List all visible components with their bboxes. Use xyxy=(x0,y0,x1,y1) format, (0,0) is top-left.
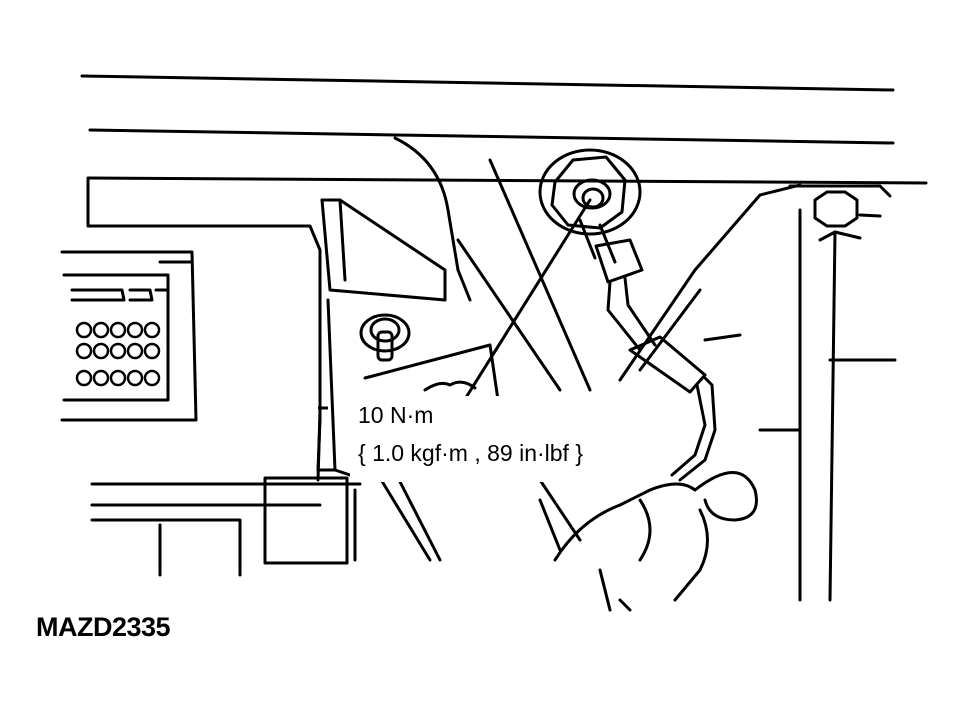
engine-block-outline xyxy=(80,74,928,302)
leader-line xyxy=(453,198,592,417)
gasket-plate xyxy=(363,343,500,402)
torque-spec-metric: 10 N·m xyxy=(358,402,434,428)
bracket-bolt xyxy=(359,313,411,362)
lower-block xyxy=(90,470,442,577)
hand xyxy=(553,471,758,612)
figure-code: MAZD2335 xyxy=(36,612,171,642)
right-block xyxy=(703,184,897,602)
sensor-harness xyxy=(594,238,717,482)
engine-ribs xyxy=(456,158,802,552)
mounting-bracket xyxy=(86,178,447,482)
torque-spec-alternate: { 1.0 kgf·m , 89 in·lbf } xyxy=(358,440,584,466)
hex-bolt xyxy=(813,190,859,228)
knock-sensor xyxy=(538,148,642,264)
electrical-connector xyxy=(60,250,198,422)
label-background xyxy=(350,396,650,482)
